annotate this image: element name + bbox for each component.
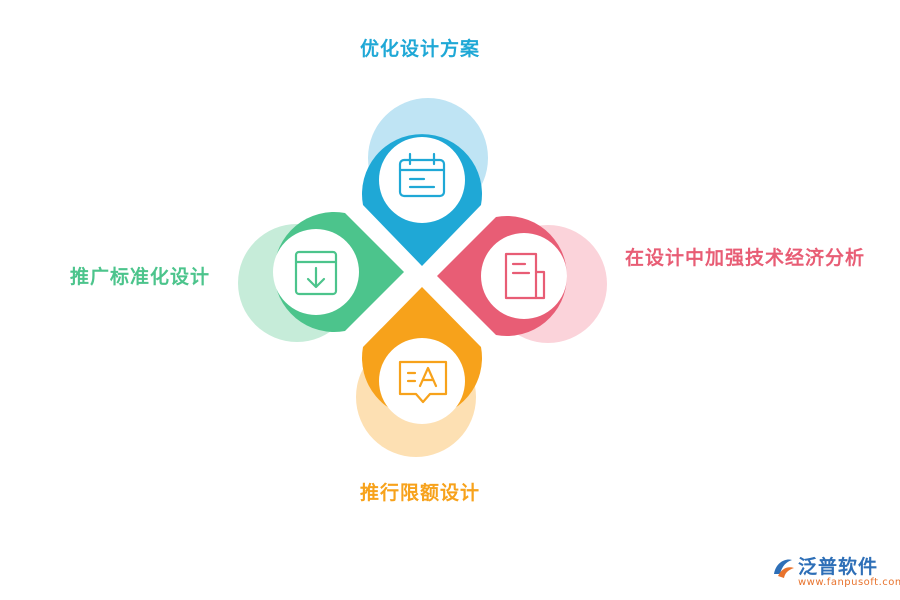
- label-standardized-design: 推广标准化设计: [70, 266, 211, 288]
- brand-url: www.fanpusoft.com: [798, 577, 900, 588]
- petal-right: [437, 216, 607, 343]
- label-quota-design: 推行限额设计: [360, 482, 481, 504]
- brand-logo: 泛普软件 www.fanpusoft.com: [768, 552, 900, 592]
- petal-top: [362, 98, 488, 266]
- document-icon: [504, 252, 546, 300]
- text-message-icon: [398, 360, 448, 404]
- label-tech-economic-analysis: 在设计中加强技术经济分析: [625, 247, 866, 269]
- calendar-icon: [398, 152, 446, 198]
- download-box-icon: [294, 250, 338, 296]
- petal-left: [238, 212, 404, 342]
- label-optimize-design: 优化设计方案: [360, 38, 481, 60]
- brand-name: 泛普软件: [798, 556, 879, 578]
- petal-right-inner: [481, 233, 567, 319]
- brand-mark-icon: [774, 559, 794, 578]
- petal-bottom: [356, 287, 482, 457]
